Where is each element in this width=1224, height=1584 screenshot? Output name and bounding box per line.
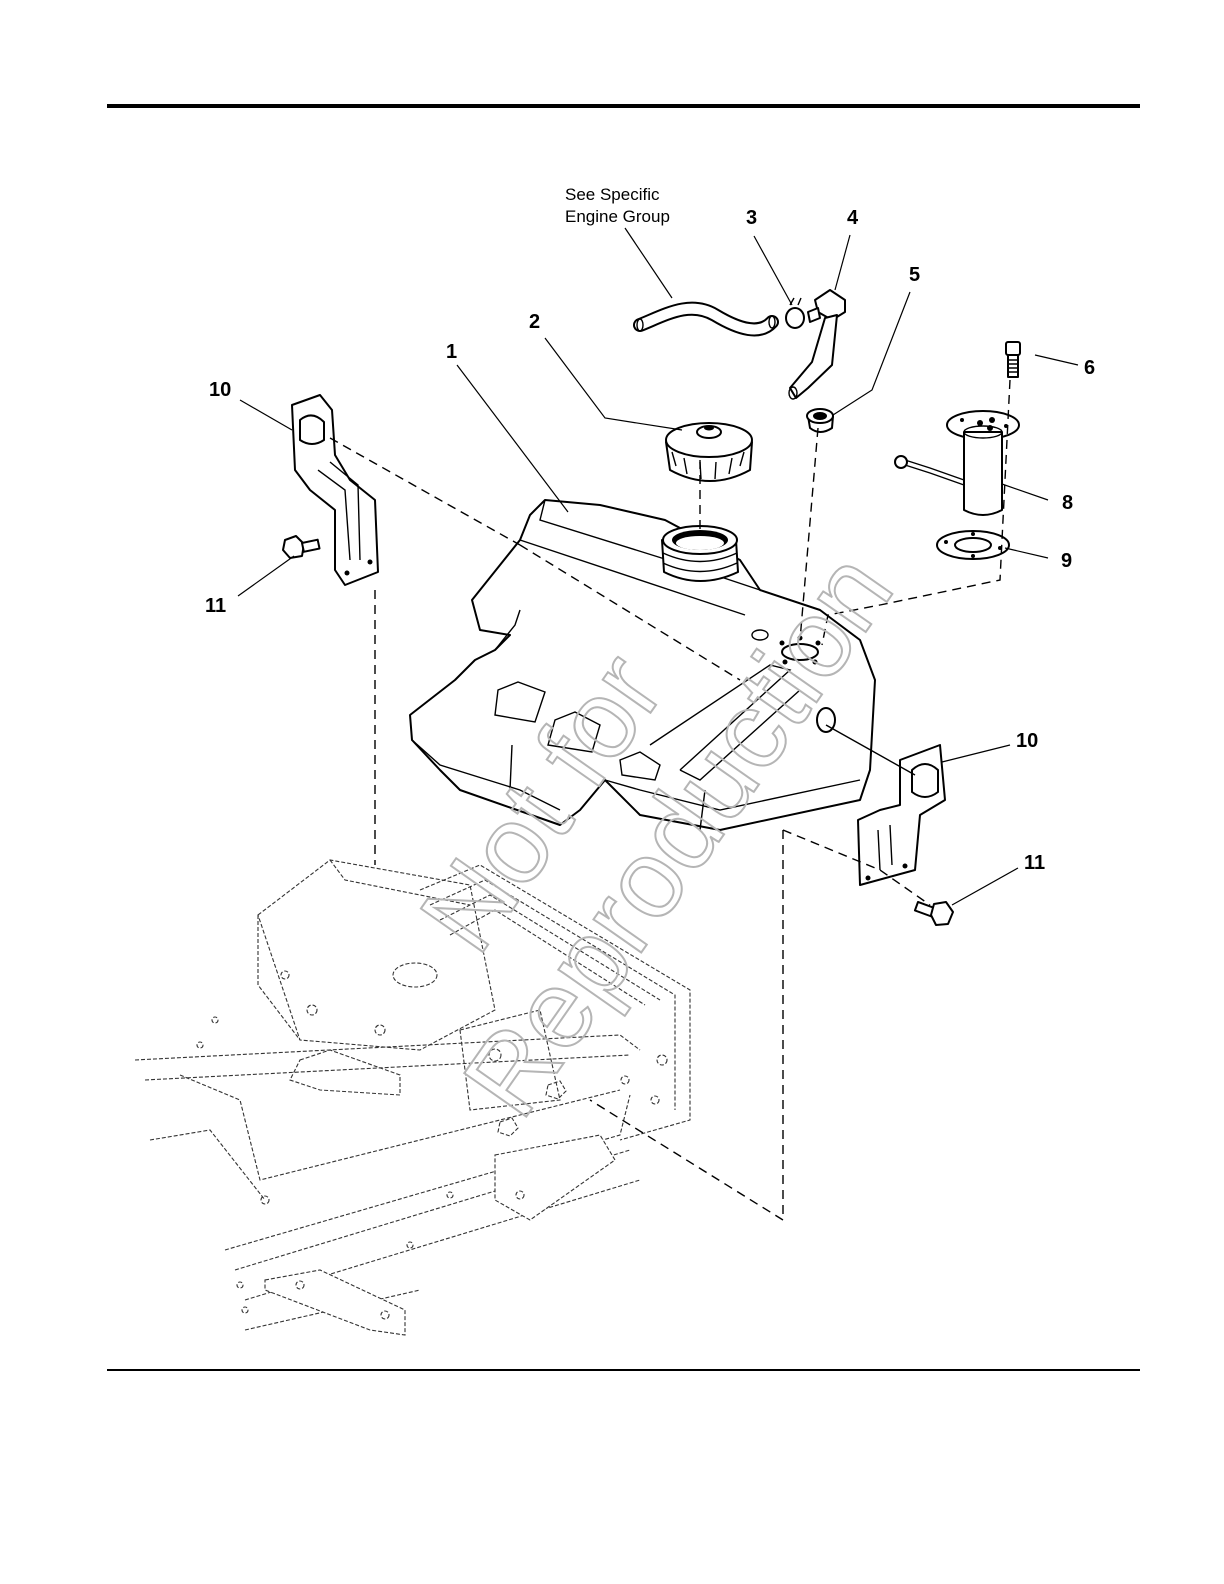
callout-6: 6 — [1084, 357, 1095, 379]
callout-11-right: 11 — [1024, 852, 1045, 874]
callout-1: 1 — [446, 341, 457, 363]
callout-11-left: 11 — [205, 595, 226, 617]
callout-10-left: 10 — [209, 379, 231, 401]
callout-10-right: 10 — [1016, 730, 1038, 752]
bolt-left — [283, 536, 320, 558]
callout-3: 3 — [746, 207, 757, 229]
callout-5: 5 — [909, 264, 920, 286]
gasket — [937, 531, 1009, 559]
hose-clamp — [786, 298, 804, 328]
bolt-right — [915, 902, 953, 925]
callout-4: 4 — [847, 207, 859, 229]
grommet — [807, 409, 833, 432]
note-line-1: See Specific — [565, 185, 660, 204]
tank-bracket-left — [292, 395, 378, 585]
callout-9: 9 — [1061, 550, 1072, 572]
fuel-hose — [637, 309, 775, 331]
fuel-cap — [666, 423, 752, 481]
screw — [1006, 342, 1020, 377]
callout-8: 8 — [1062, 492, 1073, 514]
note-line-2: Engine Group — [565, 207, 670, 226]
fuel-sender — [895, 411, 1019, 515]
elbow-fitting — [789, 290, 845, 399]
callout-2: 2 — [529, 311, 540, 333]
